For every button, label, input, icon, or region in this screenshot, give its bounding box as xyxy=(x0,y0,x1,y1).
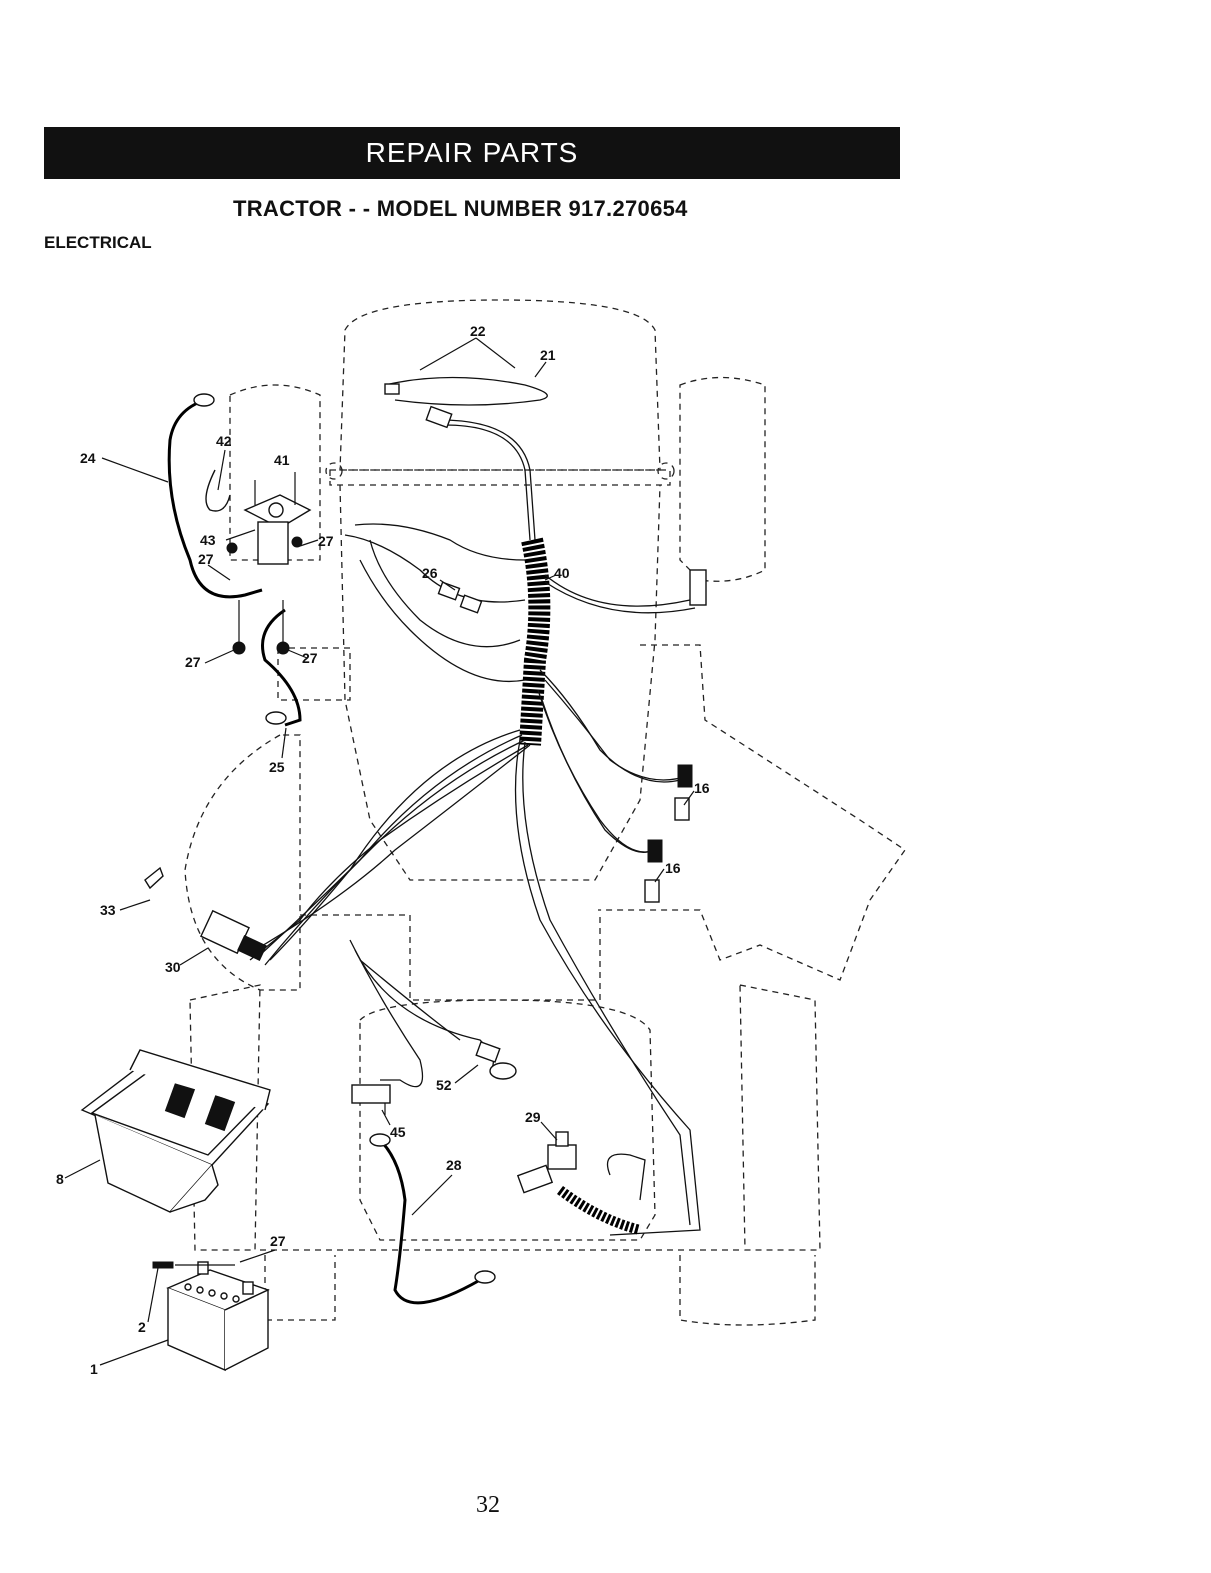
callout-24: 24 xyxy=(80,450,96,466)
key xyxy=(145,868,163,888)
page-number: 32 xyxy=(476,1492,500,1519)
callout-33: 33 xyxy=(100,902,116,918)
connector-plugs xyxy=(645,570,706,902)
module-45 xyxy=(352,1085,390,1115)
callout-27-lower-left: 27 xyxy=(185,654,201,670)
callout-27-lower-right: 27 xyxy=(302,650,318,666)
callout-16-upper: 16 xyxy=(694,780,710,796)
callout-16-lower: 16 xyxy=(665,860,681,876)
callout-28: 28 xyxy=(446,1157,462,1173)
callout-43: 43 xyxy=(200,532,216,548)
callout-1: 1 xyxy=(90,1361,98,1377)
callout-42: 42 xyxy=(216,433,232,449)
callout-22: 22 xyxy=(470,323,486,339)
callout-2: 2 xyxy=(138,1319,146,1335)
callout-26: 26 xyxy=(422,565,438,581)
callout-25: 25 xyxy=(269,759,285,775)
callout-27-upper-left: 27 xyxy=(198,551,214,567)
wire-harness xyxy=(250,378,700,1236)
battery-box xyxy=(82,1050,270,1212)
callout-52: 52 xyxy=(436,1077,452,1093)
ignition-switch xyxy=(201,911,266,960)
callout-29: 29 xyxy=(525,1109,541,1125)
callout-27-battery: 27 xyxy=(270,1233,286,1249)
callout-27-upper-right: 27 xyxy=(318,533,334,549)
callout-30: 30 xyxy=(165,959,181,975)
callout-21: 21 xyxy=(540,347,556,363)
connector-52 xyxy=(476,1042,516,1079)
callout-40: 40 xyxy=(554,565,570,581)
battery xyxy=(168,1262,268,1370)
callout-45: 45 xyxy=(390,1124,406,1140)
solenoid xyxy=(206,470,310,654)
fuse-connector xyxy=(438,582,481,612)
callout-41: 41 xyxy=(274,452,290,468)
callout-8: 8 xyxy=(56,1171,64,1187)
battery-bolt xyxy=(153,1262,235,1268)
switch-29 xyxy=(518,1132,576,1193)
